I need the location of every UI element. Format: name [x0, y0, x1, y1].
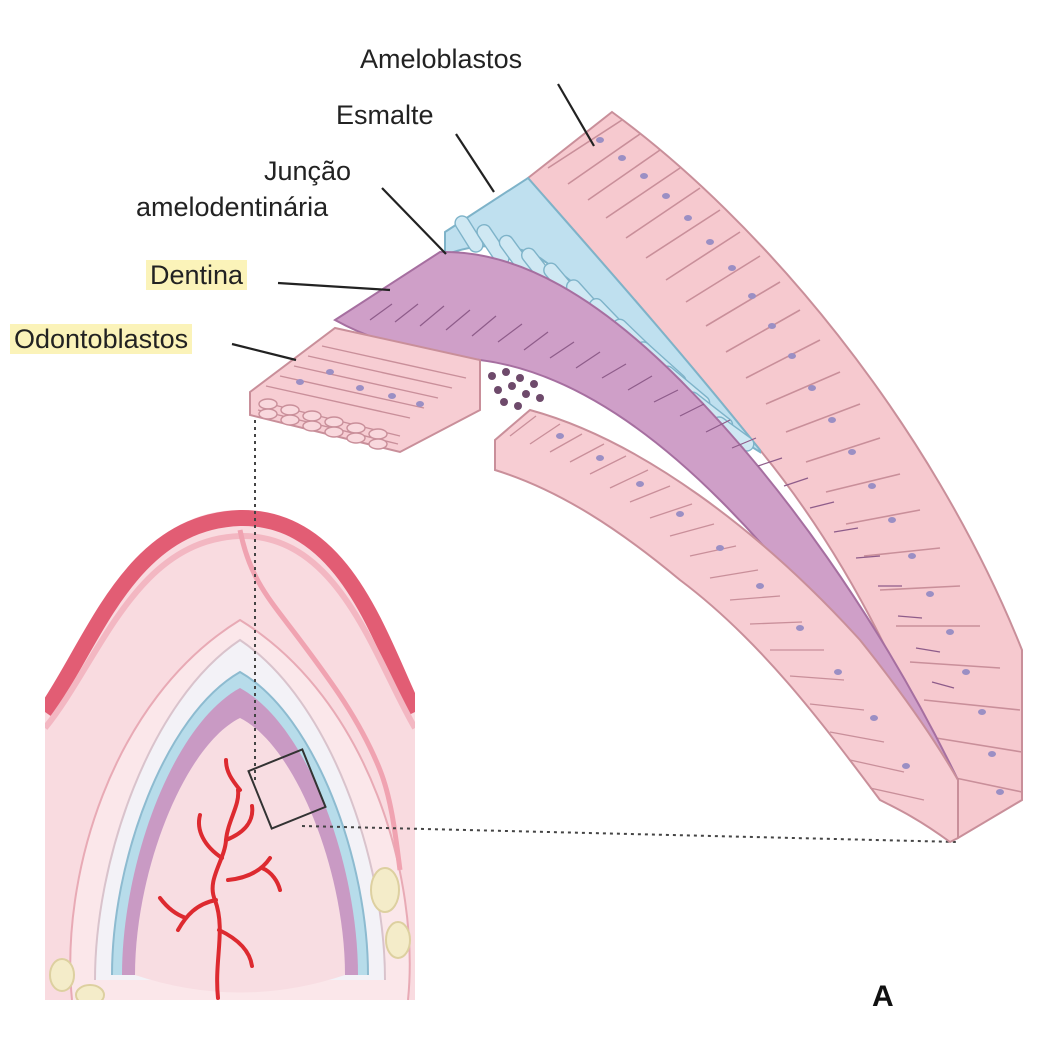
follicle-vessel [237, 529, 403, 871]
pulp-blood-vessels [158, 758, 282, 1000]
leader-ameloblastos [557, 83, 595, 147]
odontoblast-nuclei [556, 433, 910, 769]
leader-dentina [277, 281, 391, 292]
dental-papilla [135, 718, 345, 993]
odontoblast-front-nuclei [296, 369, 424, 407]
label-dentina: Dentina [146, 260, 248, 291]
label-odontoblastos: Odontoblastos [10, 324, 193, 355]
odontoblast-front-ends [258, 398, 388, 450]
panel-letter: A [872, 980, 894, 1013]
leader-juncao [381, 187, 447, 255]
tooth-germ-inset [45, 509, 415, 1000]
magnified-cell-layers [249, 110, 1023, 844]
label-ameloblastos: Ameloblastos [360, 44, 523, 74]
ameloblast-nuclei [596, 137, 1004, 795]
zoom-lines [254, 392, 959, 843]
label-esmalte: Esmalte [336, 100, 434, 130]
oral-epithelium [45, 509, 415, 717]
tubule-openings [488, 368, 544, 410]
bone-fragments [49, 867, 411, 1000]
ameloblast-cell-walls [547, 119, 1023, 793]
dentinal-tubules [369, 303, 955, 689]
leader-lines [231, 83, 595, 362]
magnified-region-box [247, 748, 327, 830]
label-juncao-line2: amelodentinária [136, 192, 329, 222]
leader-odontoblastos [231, 342, 297, 362]
label-juncao-line1: Junção [264, 156, 352, 186]
leader-esmalte [455, 133, 495, 193]
odontoblast-cell-walls [509, 415, 925, 801]
